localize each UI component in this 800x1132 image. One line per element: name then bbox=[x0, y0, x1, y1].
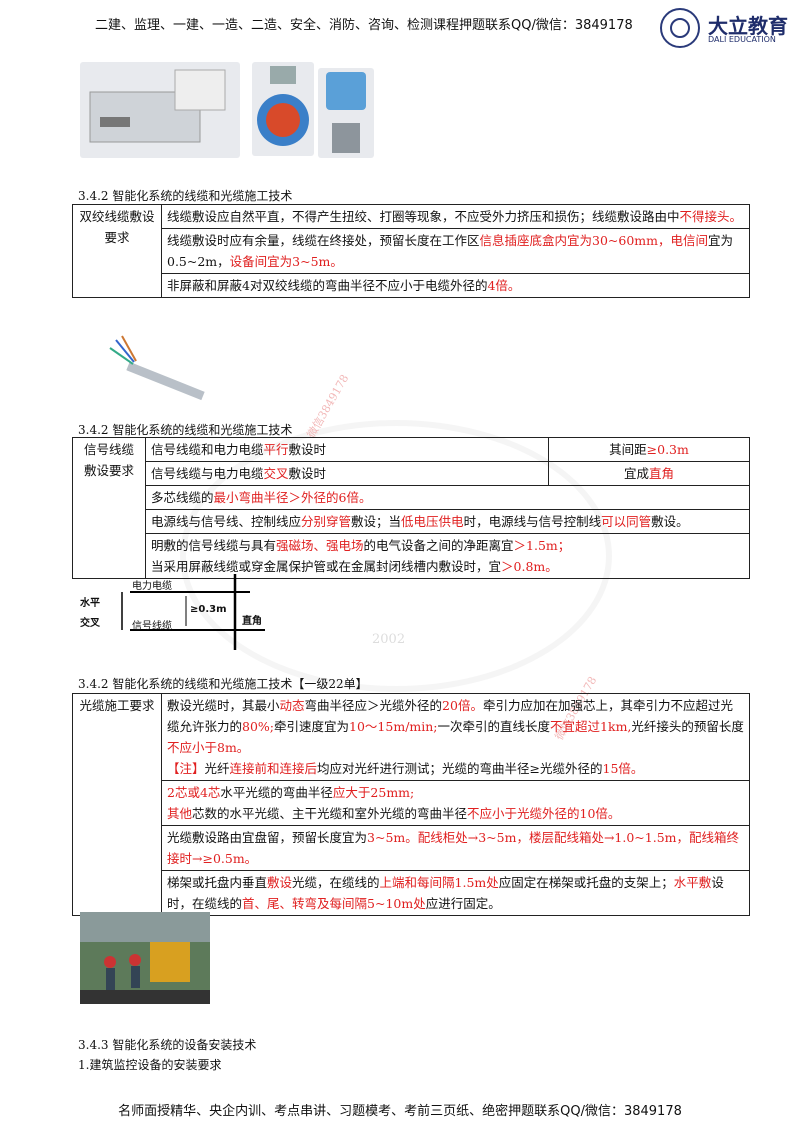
solenoid-valve-image bbox=[80, 62, 240, 158]
cable-image bbox=[88, 326, 208, 406]
diagram-label: 信号线缆 bbox=[132, 621, 172, 632]
table-cell: 多芯线缆的最小弯曲半径＞外径的6倍。 bbox=[145, 485, 750, 510]
butterfly-valve-image bbox=[252, 62, 314, 156]
subsection-title: 1.建筑监控设备的安装要求 bbox=[78, 1058, 222, 1072]
diagram-label: 水平 bbox=[80, 598, 100, 609]
diagram-label: ≥0.3m bbox=[190, 604, 227, 615]
section-title: 3.4.2 智能化系统的线缆和光缆施工技术 bbox=[78, 189, 293, 203]
table-label: 双绞线缆敷设要求 bbox=[72, 204, 162, 298]
table-label: 光缆施工要求 bbox=[72, 693, 162, 916]
page-header-text: 二建、监理、一建、一造、二造、安全、消防、咨询、检测课程押题联系QQ/微信：38… bbox=[95, 18, 633, 33]
table-cell: 梯架或托盘内垂直敷设光缆，在缆线的上端和每间隔1.5m处应固定在梯架或托盘的支架… bbox=[161, 870, 750, 916]
logo-subtitle: DALI EDUCATION bbox=[708, 35, 776, 44]
construction-photo bbox=[80, 912, 210, 1004]
section-title: 3.4.2 智能化系统的线缆和光缆施工技术【一级22单】 bbox=[78, 677, 368, 691]
section-title: 3.4.3 智能化系统的设备安装技术 bbox=[78, 1038, 257, 1052]
table-cell: 2芯或4芯水平光缆的弯曲半径应大于25mm;其他芯数的水平光缆、主干光缆和室外光… bbox=[161, 780, 750, 826]
table-cell: 明敷的信号线缆与具有强磁场、强电场的电气设备之间的净距离宜＞1.5m；当采用屏蔽… bbox=[145, 533, 750, 579]
table-cell: 线缆敷设应自然平直，不得产生扭绞、打圈等现象，不应受外力挤压和损伤；线缆敷设路由… bbox=[161, 204, 750, 229]
diagram-label: 直角 bbox=[242, 616, 262, 627]
control-valve-image bbox=[318, 68, 374, 158]
table-cell: 信号线缆与电力电缆交叉敷设时 bbox=[145, 461, 549, 486]
logo-title: 大立教育 bbox=[708, 14, 788, 38]
logo-icon bbox=[660, 8, 700, 48]
diagram-label: 交叉 bbox=[80, 618, 100, 629]
table-cell: 光缆敷设路由宜盘留，预留长度宜为3~5m。配线柜处→3~5m，楼层配线箱处→1.… bbox=[161, 825, 750, 871]
fiber-cable-table: 光缆施工要求 敷设光缆时，其最小动态弯曲半径应＞光缆外径的20倍。牵引力应加在加… bbox=[72, 693, 750, 916]
watermark-year: 2002 bbox=[372, 632, 406, 647]
table-cell: 信号线缆和电力电缆平行敷设时 bbox=[145, 437, 549, 462]
table-cell: 其间距≥0.3m bbox=[548, 437, 750, 462]
table-cell: 电源线与信号线、控制线应分别穿管敷设；当低电压供电时，电源线与信号控制线可以同管… bbox=[145, 509, 750, 534]
cable-diagram: 水平 交叉 电力电缆 信号线缆 ≥0.3m 直角 bbox=[80, 574, 280, 650]
table-cell: 敷设光缆时，其最小动态弯曲半径应＞光缆外径的20倍。牵引力应加在加强芯上，其牵引… bbox=[161, 693, 750, 781]
table-cell: 非屏蔽和屏蔽4对双绞线缆的弯曲半径不应小于电缆外径的4倍。 bbox=[161, 273, 750, 298]
twisted-pair-table: 双绞线缆敷设要求 线缆敷设应自然平直，不得产生扭绞、打圈等现象，不应受外力挤压和… bbox=[72, 204, 750, 298]
table-label: 信号线缆敷设要求 bbox=[72, 437, 146, 579]
table-cell: 线缆敷设时应有余量，线缆在终接处，预留长度在工作区信息插座底盒内宜为30~60m… bbox=[161, 228, 750, 274]
diagram-label: 电力电缆 bbox=[132, 581, 172, 592]
page-footer-text: 名师面授精华、央企内训、考点串讲、习题模考、考前三页纸、绝密押题联系QQ/微信：… bbox=[118, 1104, 682, 1119]
signal-cable-table: 信号线缆敷设要求 信号线缆和电力电缆平行敷设时 其间距≥0.3m 信号线缆与电力… bbox=[72, 437, 750, 579]
section-title: 3.4.2 智能化系统的线缆和光缆施工技术 bbox=[78, 423, 293, 437]
table-cell: 宜成直角 bbox=[548, 461, 750, 486]
